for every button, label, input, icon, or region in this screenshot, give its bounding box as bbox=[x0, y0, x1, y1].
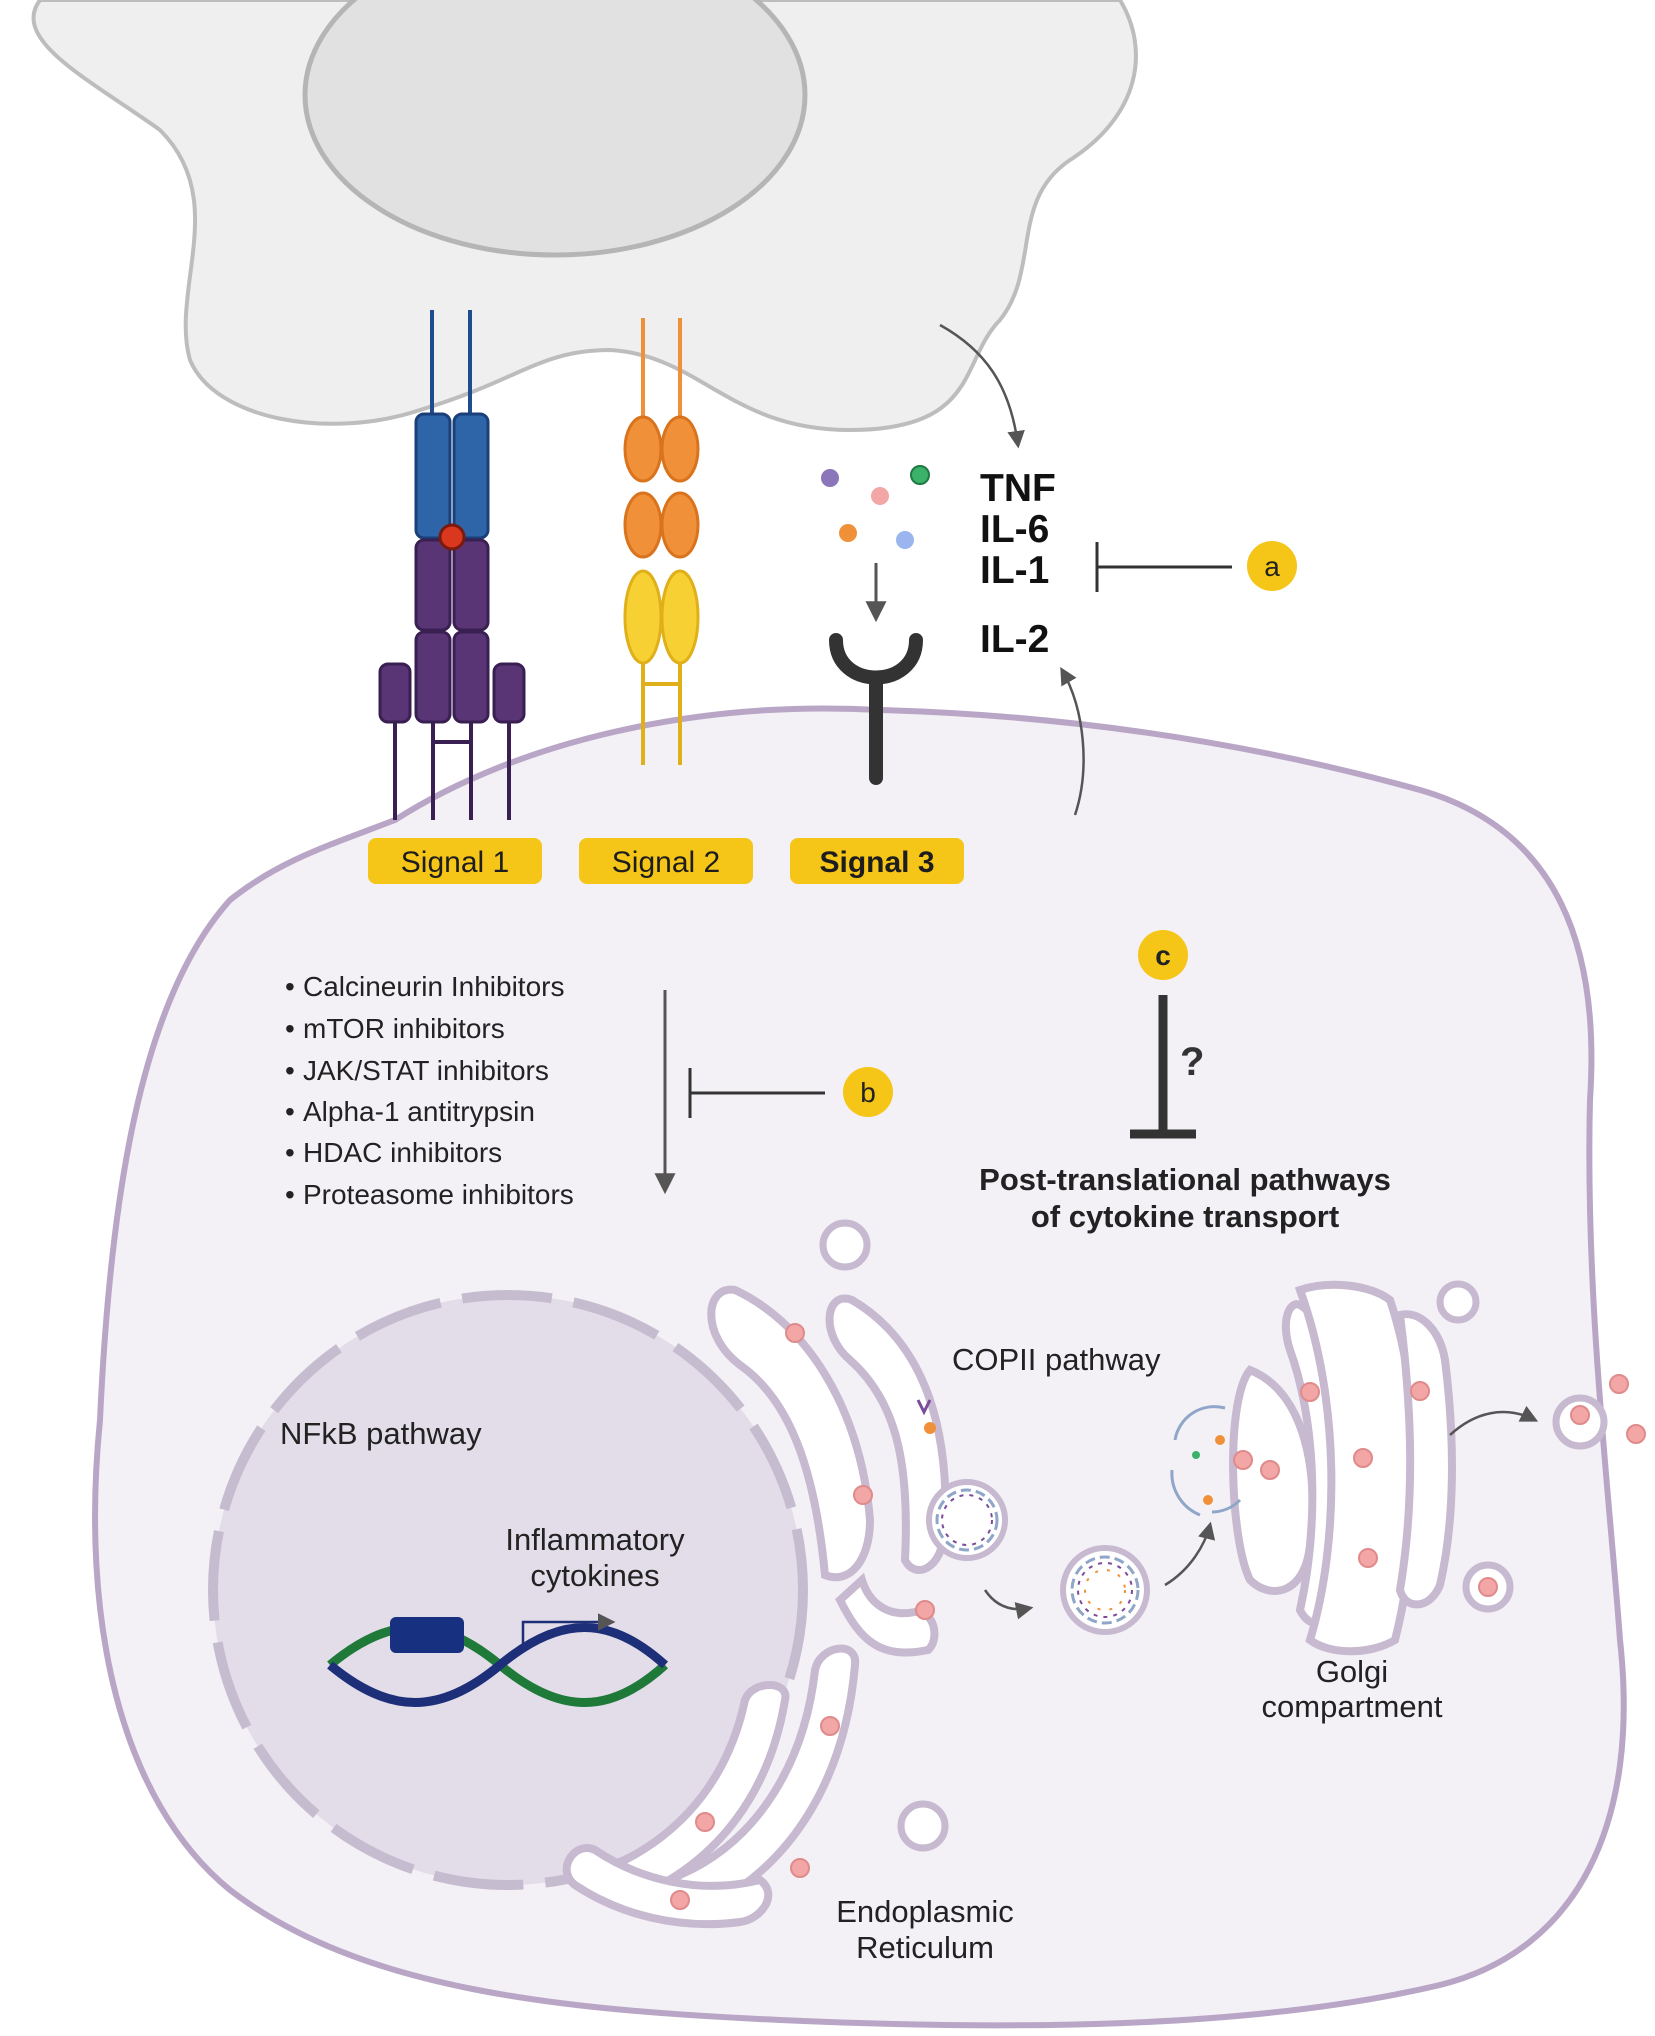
signal-2-badge: Signal 2 bbox=[579, 838, 753, 884]
inhibitor-item: • bbox=[285, 1179, 295, 1210]
inhibition-a: a bbox=[1095, 541, 1297, 592]
mhc-antigen-dot bbox=[438, 523, 466, 551]
signal-2-label: Signal 2 bbox=[612, 846, 720, 879]
cytokine-label-tnf: TNF bbox=[980, 467, 1056, 510]
cytokine-label-il2: IL-2 bbox=[980, 618, 1049, 661]
golgi-apparatus bbox=[1229, 1280, 1456, 1656]
cytokine-receptor bbox=[821, 465, 930, 785]
inhibitor-label: Alpha-1 antitrypsin bbox=[303, 1096, 535, 1127]
presenting-cell-nucleus bbox=[302, 0, 808, 258]
inhibition-c: c ? bbox=[1130, 930, 1204, 1139]
inhibitor-label: HDAC inhibitors bbox=[303, 1137, 502, 1168]
uncoating-vesicle bbox=[1170, 1405, 1242, 1517]
post-translational-title-line2: of cytokine transport bbox=[1031, 1199, 1339, 1234]
tcr-receptor bbox=[378, 310, 526, 820]
signal-1-label: Signal 1 bbox=[401, 846, 509, 879]
costimulatory-receptor bbox=[623, 318, 700, 765]
inhibitor-item: • bbox=[285, 1055, 295, 1086]
secretion-arrow bbox=[1449, 1405, 1539, 1436]
transcription-factor bbox=[390, 1617, 464, 1653]
signal-3-badge: Signal 3 bbox=[790, 838, 964, 884]
badge-a: a bbox=[1264, 551, 1280, 582]
badge-c: c bbox=[1155, 940, 1171, 971]
badge-b: b bbox=[860, 1077, 876, 1108]
inhibitor-label: mTOR inhibitors bbox=[303, 1013, 505, 1044]
signal-3-label: Signal 3 bbox=[819, 846, 934, 879]
inhibitor-item: • bbox=[285, 1096, 295, 1127]
inhibition-b: b bbox=[688, 1067, 893, 1118]
signal-1-badge: Signal 1 bbox=[368, 838, 542, 884]
cytokine-label-il6: IL-6 bbox=[980, 508, 1049, 551]
question-mark: ? bbox=[1180, 1040, 1204, 1084]
copii-vesicle bbox=[926, 1479, 1008, 1561]
inhibitor-label: Calcineurin Inhibitors bbox=[303, 971, 564, 1002]
nfkb-pathway-label: NFkB pathway bbox=[280, 1416, 482, 1451]
endoplasmic-reticulum bbox=[562, 1285, 950, 1929]
inhibitor-item: • bbox=[285, 1013, 295, 1044]
er-label-line1: Endoplasmic bbox=[836, 1894, 1013, 1929]
inhibitor-list: • Calcineurin Inhibitors • mTOR inhibito… bbox=[285, 971, 574, 1210]
empty-vesicle bbox=[897, 1800, 949, 1852]
il2-arrow bbox=[1060, 666, 1085, 816]
post-translational-title-line1: Post-translational pathways bbox=[979, 1162, 1391, 1197]
empty-vesicle bbox=[1436, 1280, 1480, 1324]
inhibitor-item: • bbox=[285, 1137, 295, 1168]
inhibitor-label: JAK/STAT inhibitors bbox=[303, 1055, 549, 1086]
golgi-label-line1: Golgi bbox=[1316, 1654, 1388, 1689]
vesicle-transport-arrow bbox=[983, 1589, 1034, 1620]
vesicle-to-golgi-arrow bbox=[1164, 1521, 1216, 1587]
dna-helix bbox=[327, 1613, 669, 1707]
copii-vesicle bbox=[1060, 1545, 1150, 1635]
inhibitor-item: • bbox=[285, 971, 295, 1002]
copii-pathway-label: COPII pathway bbox=[952, 1342, 1161, 1377]
cargo-receptor bbox=[916, 1399, 936, 1434]
golgi-label-line2: compartment bbox=[1262, 1689, 1443, 1724]
inflammatory-cytokines-label-line1: Inflammatory bbox=[505, 1522, 685, 1557]
cytokine-label-il1: IL-1 bbox=[980, 549, 1049, 592]
inflammatory-cytokines-label-line2: cytokines bbox=[530, 1558, 659, 1593]
transcription-start-arrow bbox=[521, 1613, 616, 1650]
er-label-line2: Reticulum bbox=[856, 1930, 994, 1965]
inhibitor-label: Proteasome inhibitors bbox=[303, 1179, 574, 1210]
empty-vesicle bbox=[819, 1219, 871, 1271]
nucleus bbox=[208, 1290, 808, 1890]
release-arrow bbox=[939, 323, 1025, 449]
